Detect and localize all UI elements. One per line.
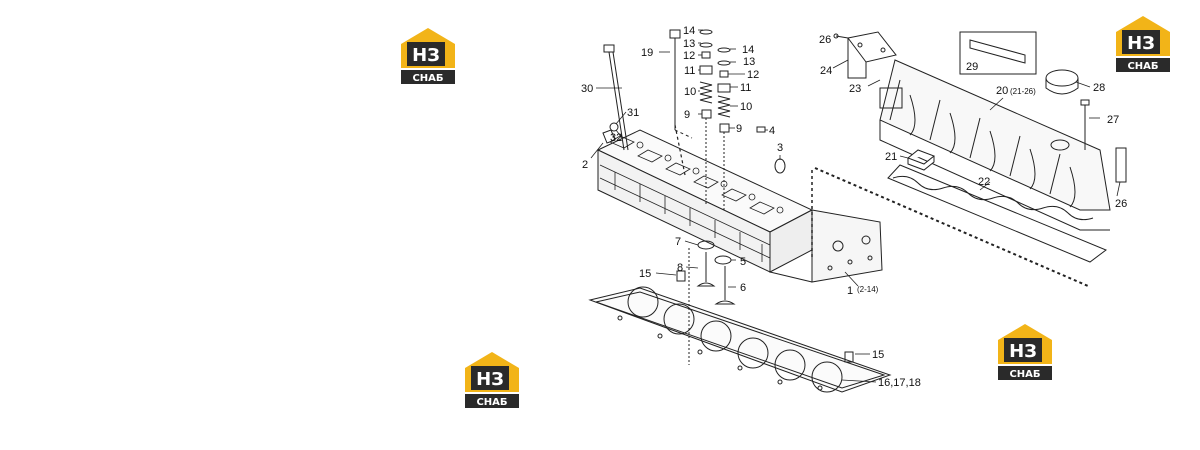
- label-9b: 9: [736, 123, 742, 135]
- label-26a: 26: [819, 34, 831, 46]
- assembly-dotted-line: [814, 167, 1089, 287]
- label-12b: 12: [747, 69, 759, 81]
- label-31: 31: [627, 107, 639, 119]
- logo-word: СНАБ: [1127, 61, 1158, 72]
- small-parts-right: [907, 31, 1127, 183]
- label-28: 28: [1093, 82, 1105, 94]
- logo-word: СНАБ: [476, 397, 507, 408]
- brand-logo-1: НЗ СНАБ: [399, 26, 457, 86]
- label-24: 24: [820, 65, 832, 77]
- label-21: 21: [885, 151, 897, 163]
- valve-cover: [833, 31, 1111, 231]
- label-11b: 11: [740, 82, 751, 94]
- brand-logo-3: НЗ СНАБ: [996, 322, 1054, 382]
- logo-mark: НЗ: [1127, 33, 1155, 54]
- label-23: 23: [849, 83, 861, 95]
- label-20: 20: [996, 85, 1008, 97]
- label-13a: 13: [683, 38, 695, 50]
- label-15b: 15: [872, 349, 884, 361]
- label-3: 3: [777, 142, 783, 154]
- label-20-sub: (21-26): [1010, 87, 1036, 96]
- label-7: 7: [675, 236, 681, 248]
- label-32: 32: [610, 132, 622, 144]
- label-9a: 9: [684, 109, 690, 121]
- leader-lines: [590, 29, 1121, 383]
- logo-word: СНАБ: [1009, 369, 1040, 380]
- label-30: 30: [581, 83, 593, 95]
- label-10a: 10: [684, 86, 696, 98]
- label-15a: 15: [639, 268, 651, 280]
- logo-mark: НЗ: [412, 45, 440, 66]
- label-5: 5: [740, 256, 746, 268]
- label-29: 29: [966, 61, 978, 73]
- label-6: 6: [740, 282, 746, 294]
- label-26b: 26: [1115, 198, 1127, 210]
- label-12a: 12: [683, 50, 695, 62]
- label-14b: 14: [742, 44, 754, 56]
- brand-logo-2: НЗ СНАБ: [1114, 14, 1172, 74]
- head-gasket: [588, 286, 892, 393]
- label-8: 8: [677, 262, 683, 274]
- logo-mark: НЗ: [1009, 341, 1037, 362]
- label-13b: 13: [743, 56, 755, 68]
- label-2: 2: [582, 159, 588, 171]
- label-16-17-18: 16,17,18: [878, 377, 921, 389]
- cover-gasket: [887, 164, 1108, 263]
- label-19: 19: [641, 47, 653, 59]
- label-10b: 10: [740, 101, 752, 113]
- label-27: 27: [1107, 114, 1119, 126]
- cylinder-head: [596, 129, 883, 283]
- label-1-sub: (2-14): [857, 285, 879, 294]
- label-1: 1: [847, 285, 853, 297]
- label-14a: 14: [683, 25, 695, 37]
- brand-logo-4: НЗ СНАБ: [463, 350, 521, 410]
- logo-word: СНАБ: [412, 73, 443, 84]
- label-11a: 11: [684, 65, 695, 77]
- logo-mark: НЗ: [476, 369, 504, 390]
- label-22: 22: [978, 176, 990, 188]
- label-4: 4: [769, 125, 775, 137]
